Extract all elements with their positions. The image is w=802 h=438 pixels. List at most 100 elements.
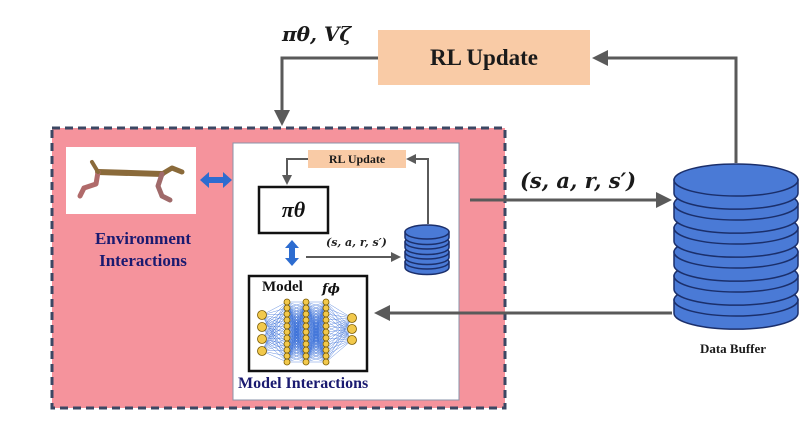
nn-connection [305,349,327,363]
inner-rl-update-title: RL Update [328,151,386,166]
half-cheetah-robot-icon [77,160,185,203]
nn-connection [305,301,327,351]
nn-neuron [302,358,310,366]
data-buffer-database-icon [673,163,799,330]
nn-neuron [322,322,330,330]
nn-neuron [302,352,310,360]
nn-connection [286,337,307,363]
model-label: Model [262,279,303,295]
nn-neuron [302,316,310,324]
nn-connection [261,331,288,352]
nn-connection [305,313,327,363]
nn-connection [325,319,353,341]
nn-connection [286,301,307,321]
nn-connection [305,301,327,327]
nn-neuron [283,322,291,330]
nn-neuron [322,304,330,312]
nn-neuron [283,358,291,366]
nn-connection [261,307,288,340]
inner-database-icon [404,224,450,276]
nn-connection [305,319,327,363]
nn-connection [325,317,353,357]
nn-connection [261,313,288,352]
nn-connection [325,328,353,351]
nn-connection [286,343,307,363]
nn-connection [286,349,307,363]
nn-neuron [322,298,330,306]
inner-database-disk-top [404,224,450,240]
nn-neuron [283,304,291,312]
env-model-double-arrow [200,172,232,188]
nn-neuron [347,313,357,323]
nn-connection [325,328,353,345]
inner-update-to-policy-arrow [282,158,308,185]
nn-connection [325,301,353,319]
nn-neuron [283,346,291,354]
nn-connection [325,328,353,357]
nn-connection [286,301,307,327]
nn-neuron [302,346,310,354]
nn-connection [286,313,307,363]
nn-connection [305,355,327,363]
nn-connection [286,301,307,315]
nn-connection [305,301,327,357]
inner-buffer-to-update-arrow [406,154,429,224]
nn-neuron [322,316,330,324]
nn-neuron [257,322,267,332]
nn-neuron [302,340,310,348]
nn-connection [261,307,288,328]
rl-update-box [378,30,590,85]
nn-neuron [302,310,310,318]
data-buffer-database-disk-top [673,163,799,197]
nn-neuron [322,346,330,354]
nn-neuron [283,340,291,348]
nn-connection [261,301,288,340]
policy-label: πθ [281,197,306,222]
nn-connection [286,301,307,357]
nn-connection [305,343,327,363]
neural-network-icon [257,298,357,366]
nn-connection [325,339,353,357]
nn-neuron [322,328,330,336]
nn-connection [305,337,327,363]
nn-neuron [283,328,291,336]
environment-label-line2: Interactions [99,251,187,270]
nn-connection [305,331,327,363]
nn-neuron [257,346,267,356]
model-interactions-label: Model Interactions [238,375,369,392]
nn-connection [325,317,353,333]
inner-rl-update-box [308,150,406,168]
nn-neuron [302,298,310,306]
model-function-label: fϕ [322,282,340,297]
nn-neuron [322,334,330,342]
buffer-transition-label: (s, a, r, s′) [520,168,637,193]
nn-connection [261,325,288,352]
nn-neuron [302,334,310,342]
rl-update-title: RL Update [430,44,538,70]
nn-connection [325,317,353,339]
nn-connection [286,301,307,351]
nn-neuron [322,340,330,348]
policy-model-double-arrow [285,240,299,266]
nn-connection [305,301,327,333]
nn-neuron [283,310,291,318]
nn-connection [261,307,288,352]
nn-connection [261,319,288,352]
policy-value-label: πθ, Vζ [282,22,352,46]
nn-neuron [283,298,291,306]
nn-connection [261,301,288,328]
nn-neuron [302,328,310,336]
nn-neuron [347,335,357,345]
nn-connection [261,301,288,352]
nn-connection [325,317,353,351]
buffer-to-update-arrow [592,50,738,163]
nn-connection [325,313,353,330]
environment-image [66,147,196,214]
nn-neuron [257,334,267,344]
nn-neuron [302,322,310,330]
nn-connection [325,328,353,363]
nn-connection [305,307,327,363]
nn-connection [325,339,353,363]
